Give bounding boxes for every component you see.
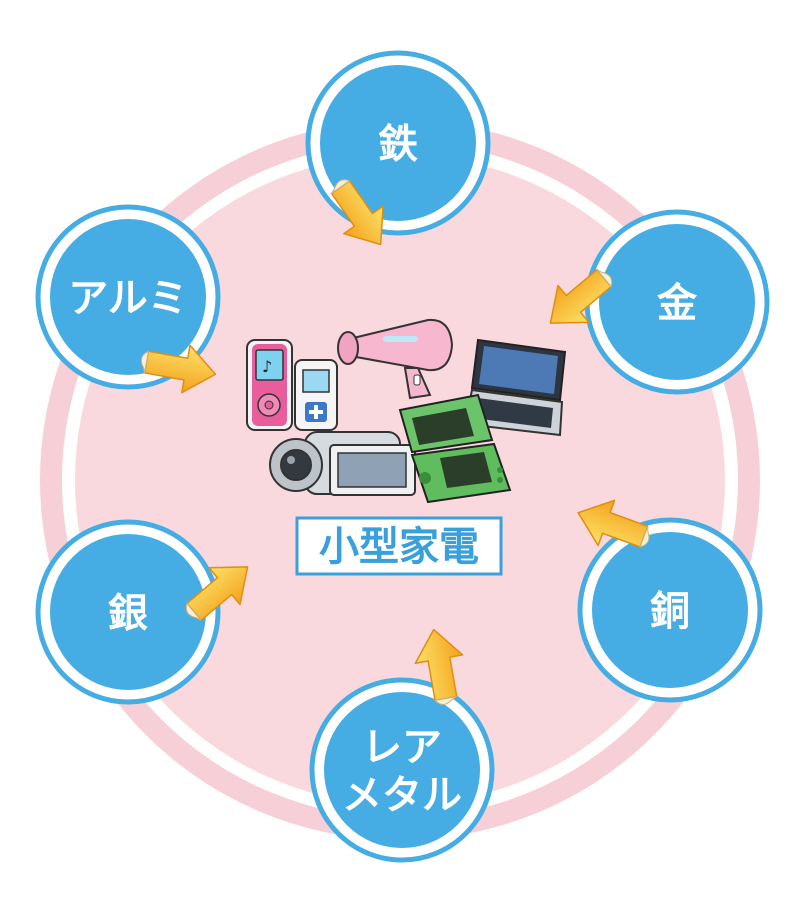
hair-dryer-icon (337, 318, 454, 400)
game-console-icon (398, 393, 512, 504)
node-label-rare-metal-2: メタル (342, 772, 462, 818)
node-copper: 銅 (577, 517, 763, 703)
node-silver: 銀 (35, 519, 221, 705)
node-label-gold: 金 (656, 280, 698, 326)
node-disc (324, 692, 480, 848)
arrows (140, 179, 650, 705)
node-label-rare-metal-1: レア (362, 724, 442, 770)
music-player-icon (294, 359, 338, 431)
svg-text:♪: ♪ (262, 357, 272, 376)
node-aluminum: アルミ (35, 204, 221, 390)
arrow-rare-metal-to-center (414, 628, 464, 705)
node-label-silver: 銀 (108, 590, 148, 636)
laptop-icon (463, 338, 567, 437)
arrow-gold-to-center (549, 268, 613, 324)
node-label-copper: 銅 (650, 588, 690, 634)
node-disc (50, 534, 206, 690)
center-label: 小型家電 (319, 524, 479, 570)
node-label-iron: 鉄 (378, 121, 418, 167)
center-label-box (295, 516, 503, 576)
arrow-iron-to-center (330, 179, 384, 246)
arrow-copper-to-center (577, 499, 650, 548)
node-disc (592, 532, 748, 688)
arrow-silver-to-center (185, 566, 249, 622)
products-illustration: ♪ (246, 318, 567, 504)
video-camera-icon (269, 431, 416, 496)
node-disc (320, 65, 476, 221)
arrow-aluminum-to-center (140, 344, 217, 394)
node-label-aluminum: アルミ (68, 275, 188, 321)
node-gold: 金 (584, 209, 770, 395)
node-disc (50, 219, 206, 375)
node-iron: 鉄 (305, 50, 491, 236)
node-disc (599, 224, 755, 380)
music-player-icon: ♪ (246, 339, 293, 431)
